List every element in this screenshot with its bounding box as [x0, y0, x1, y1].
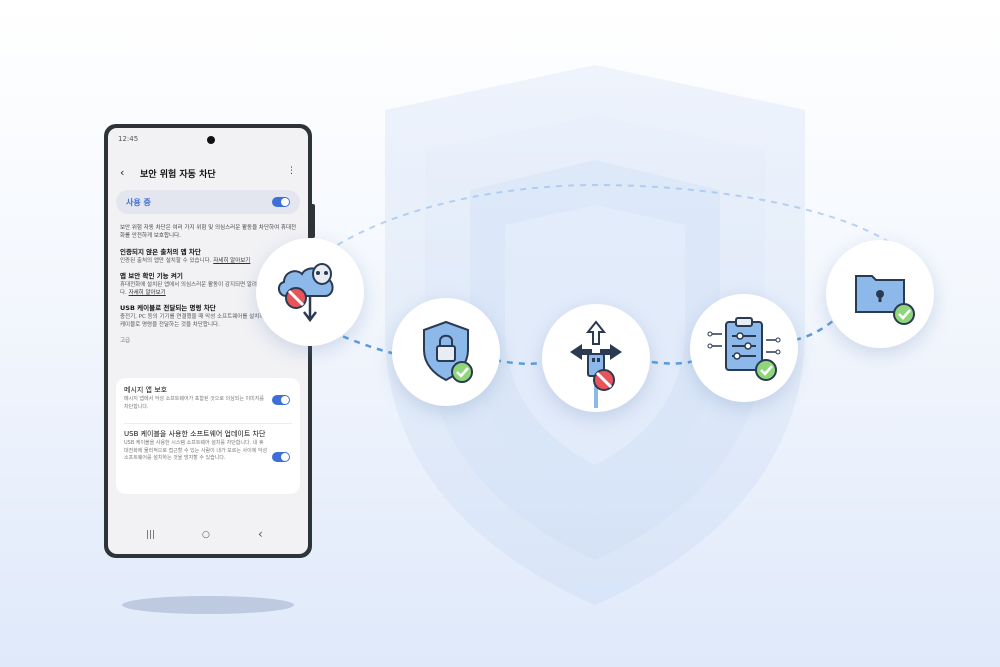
feature-circle-shield-lock	[392, 298, 500, 406]
settings-content: 보안 위험 자동 차단은 여러 가지 위험 및 의심스러운 활동을 차단하여 휴…	[120, 224, 300, 349]
learn-more-link[interactable]: 자세히 알아보기	[213, 258, 251, 264]
shield-lock-check-icon	[423, 320, 473, 383]
feature-circle-clipboard-settings	[690, 294, 798, 402]
cloud-malware-block-icon	[278, 263, 334, 323]
feature-description: 보안 위험 자동 차단은 여러 가지 위험 및 의심스러운 활동을 차단하여 휴…	[120, 225, 297, 239]
clipboard-settings-check-icon	[707, 317, 781, 381]
setting-usb-update-block[interactable]: USB 케이블을 사용한 소프트웨어 업데이트 차단 USB 케이블을 사용한 …	[124, 430, 268, 463]
setting-text: 충전기, PC 등의 기기를 연결했을 때 악성 소프트웨어를 설치하기 위해 …	[120, 314, 295, 328]
navigation-bar: ||| ○ ‹	[108, 527, 308, 544]
folder-lock-check-icon	[855, 275, 915, 325]
recents-icon[interactable]: |||	[146, 530, 156, 540]
setting-title: 앱 보안 확인 기능 켜기	[120, 272, 183, 280]
master-toggle-switch[interactable]	[272, 197, 290, 207]
setting-title: 인증되지 않은 출처의 앱 차단	[120, 248, 201, 256]
setting-unknown-sources[interactable]: 인증되지 않은 출처의 앱 차단 인증된 출처의 앱만 설치할 수 있습니다. …	[120, 248, 300, 265]
setting-title: 메시지 앱 보호	[124, 386, 168, 394]
message-app-protection-switch[interactable]	[272, 395, 290, 405]
phone-mockup: 12:45 ‹ 보안 위험 자동 차단 ⋮ 사용 중 보안 위험 자동 차단은 …	[104, 124, 315, 558]
setting-text: USB 케이블을 사용한 시스템 소프트웨어 설치를 차단합니다. 내 휴대전화…	[124, 440, 268, 461]
divider	[124, 423, 292, 424]
phone-shadow	[122, 596, 294, 614]
setting-app-security-check[interactable]: 앱 보안 확인 기능 켜기 휴대전화에 설치된 앱에서 의심스러운 활동이 감지…	[120, 272, 300, 297]
setting-message-app-protection[interactable]: 메시지 앱 보호 메시지 앱에서 악성 소프트웨어가 포함된 것으로 의심되는 …	[124, 386, 268, 411]
learn-more-link[interactable]: 자세히 알아보기	[128, 290, 166, 296]
advanced-settings-card: 메시지 앱 보호 메시지 앱에서 악성 소프트웨어가 포함된 것으로 의심되는 …	[116, 378, 300, 494]
section-label-advanced: 고급	[120, 338, 131, 344]
page-title: 보안 위험 자동 차단	[140, 170, 216, 180]
status-time: 12:45	[118, 135, 139, 143]
home-icon[interactable]: ○	[202, 530, 210, 540]
usb-block-icon	[570, 320, 622, 408]
feature-circle-usb-block	[542, 304, 650, 412]
more-options-icon[interactable]: ⋮	[287, 166, 296, 176]
phone-side-button	[312, 204, 315, 238]
front-camera	[207, 136, 215, 144]
phone-screen: 12:45 ‹ 보안 위험 자동 차단 ⋮ 사용 중 보안 위험 자동 차단은 …	[108, 128, 308, 554]
back-arrow-icon[interactable]: ‹	[120, 166, 125, 179]
usb-update-block-switch[interactable]	[272, 452, 290, 462]
feature-circle-folder-lock	[826, 240, 934, 348]
feature-circle-cloud-malware	[256, 238, 364, 346]
setting-usb-commands[interactable]: USB 케이블로 전달되는 명령 차단 충전기, PC 등의 기기를 연결했을 …	[120, 304, 300, 329]
setting-title: USB 케이블로 전달되는 명령 차단	[120, 304, 216, 312]
master-toggle-row[interactable]: 사용 중	[116, 190, 300, 214]
setting-text: 인증된 출처의 앱만 설치할 수 있습니다. 자세히 알아보기	[120, 258, 251, 264]
master-toggle-label: 사용 중	[126, 198, 151, 207]
app-bar: ‹ 보안 위험 자동 차단 ⋮	[120, 166, 296, 182]
setting-text: 메시지 앱에서 악성 소프트웨어가 포함된 것으로 의심되는 이미지를 차단합니…	[124, 396, 264, 410]
back-nav-icon[interactable]: ‹	[258, 527, 263, 541]
setting-title: USB 케이블을 사용한 소프트웨어 업데이트 차단	[124, 430, 266, 438]
